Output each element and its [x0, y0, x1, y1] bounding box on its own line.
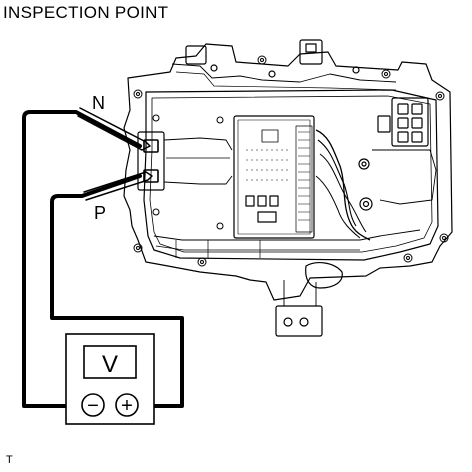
- footer-code: T: [6, 454, 13, 466]
- terminal-block: [137, 131, 165, 191]
- label-n: N: [92, 93, 105, 113]
- negative-terminal: [81, 393, 105, 417]
- positive-terminal: [115, 393, 139, 417]
- mounting-bolts: [133, 55, 449, 267]
- housing-outline: [123, 43, 453, 301]
- positive-lead: [50, 174, 184, 408]
- label-p: P: [94, 203, 106, 223]
- voltmeter-body: [65, 333, 155, 425]
- minus-icon: −: [87, 395, 99, 417]
- inner-frame: [143, 89, 439, 261]
- bottom-connector: [305, 262, 343, 289]
- inverter-assembly: [123, 39, 453, 337]
- test-leads: [22, 107, 184, 408]
- plus-icon: +: [121, 395, 133, 417]
- voltmeter: [65, 333, 155, 425]
- p-probe-tip: [83, 171, 153, 201]
- control-board: [233, 115, 315, 239]
- page-title: INSPECTION POINT: [3, 3, 169, 22]
- negative-lead: [22, 110, 142, 408]
- voltmeter-display-label: V: [102, 351, 118, 378]
- voltmeter-display: [83, 345, 137, 379]
- n-probe-tip: [77, 107, 151, 151]
